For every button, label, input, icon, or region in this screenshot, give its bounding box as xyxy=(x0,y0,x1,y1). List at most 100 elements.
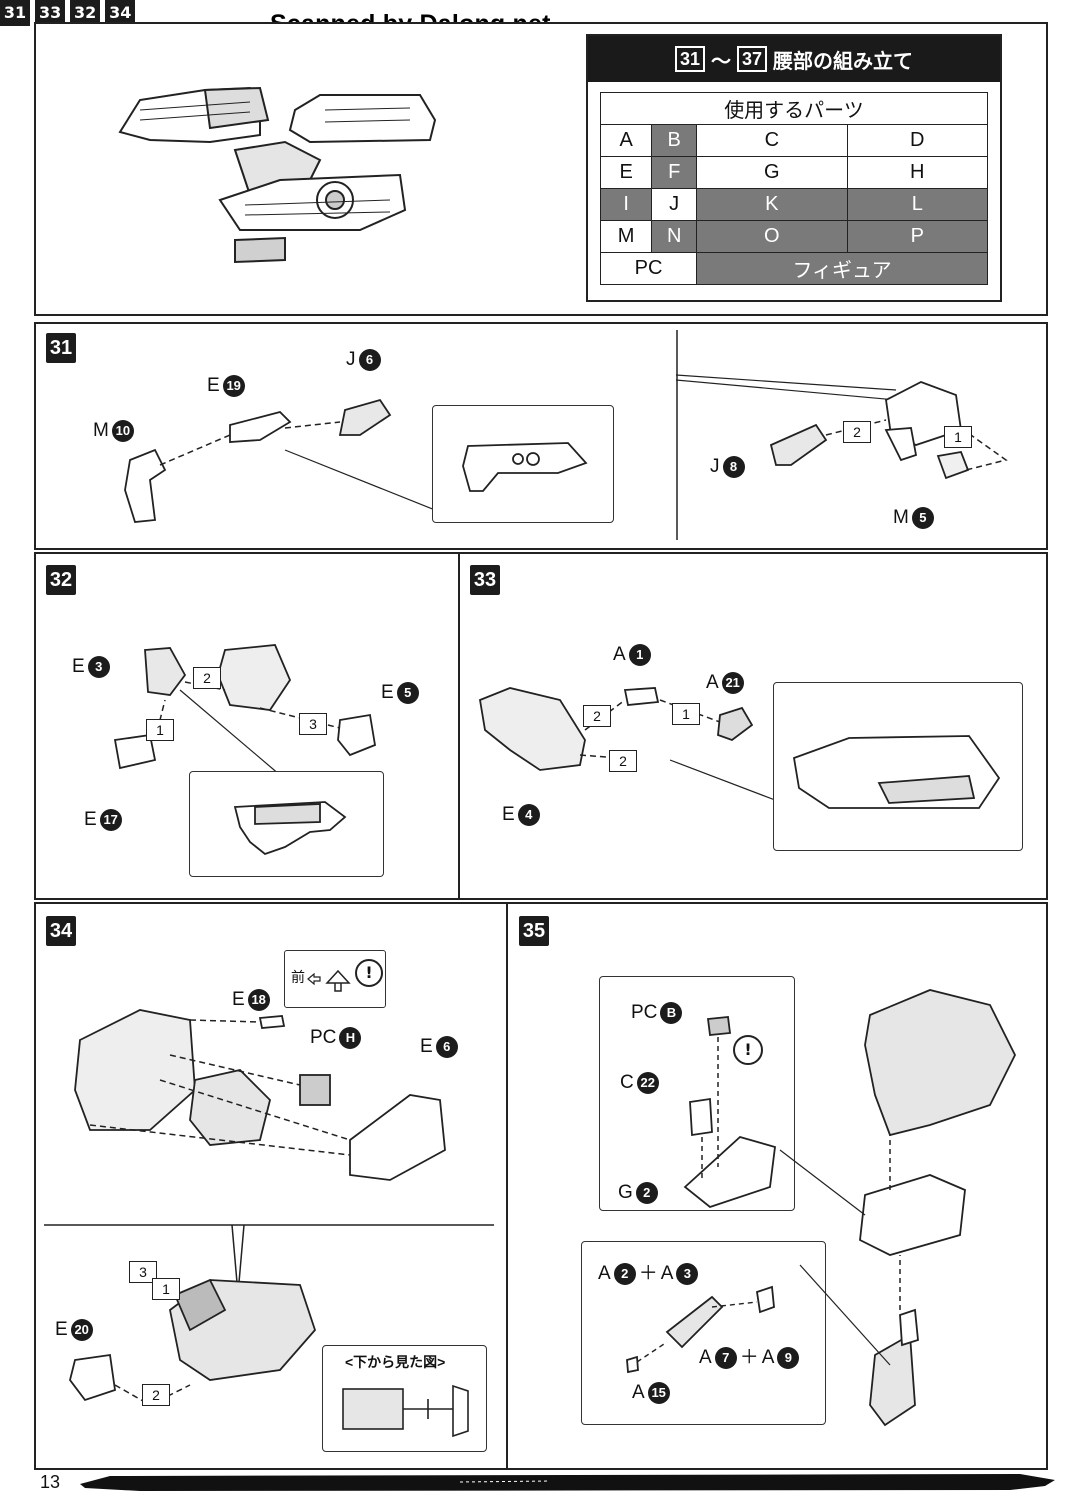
bottom-view-drawing xyxy=(342,1384,469,1438)
parts-cell: C xyxy=(696,124,848,157)
bottom-view-label: <下から見た図> xyxy=(345,1354,446,1370)
parts-cell: D xyxy=(846,124,989,157)
parts-cell: E xyxy=(599,156,653,189)
parts-cell: J xyxy=(651,188,698,221)
range-separator: ～ xyxy=(711,48,731,73)
step-32-order-3: 3 xyxy=(299,713,327,735)
parts-cell: フィギュア xyxy=(696,252,988,285)
step-35-right-diagram xyxy=(779,989,1017,1427)
parts-box-title: 腰部の組み立て xyxy=(773,48,914,73)
parts-cell: L xyxy=(846,188,989,221)
warning-icon: ! xyxy=(355,959,383,987)
step-31-detail-drawing xyxy=(462,442,588,492)
parts-cell: P xyxy=(846,220,989,253)
step-33-detail-drawing xyxy=(792,735,1001,809)
step-34-diagram-top xyxy=(74,1009,446,1181)
step-32-detail-inset xyxy=(189,771,384,877)
parts-row: PC フィギュア xyxy=(599,252,988,285)
step-34-diagram-bottom xyxy=(69,1278,317,1406)
step-34-ref-33: 33 xyxy=(35,0,66,26)
step-32-number: 32 xyxy=(46,565,76,595)
parts-row: E F G H xyxy=(599,156,989,189)
warning-icon: ! xyxy=(733,1035,763,1065)
step-31-detail-inset xyxy=(432,405,614,523)
parts-box-header: 31 ～ 37 腰部の組み立て xyxy=(588,36,1000,82)
parts-cell: PC xyxy=(599,252,698,285)
waist-overview-illustration xyxy=(118,86,437,264)
step-31-order-1: 1 xyxy=(944,426,972,448)
step-35-number: 35 xyxy=(519,916,549,946)
step-34-order-3: 3 xyxy=(129,1261,157,1283)
step-33-order-2a: 2 xyxy=(583,705,611,727)
step-33-order-1: 1 xyxy=(672,703,700,725)
parts-row: M N O P xyxy=(599,220,989,253)
step-33-number: 33 xyxy=(470,565,500,595)
step-31-number: 31 xyxy=(46,333,76,363)
parts-cell: F xyxy=(651,156,698,189)
page-number: 13 xyxy=(40,1472,61,1492)
step-31-left-diagram xyxy=(124,398,436,523)
part-orientation-icon xyxy=(325,969,351,992)
step-34-ref-32: 32 xyxy=(70,0,101,26)
range-end-box: 37 xyxy=(737,46,768,72)
step-35-ref-34: 34 xyxy=(105,0,136,26)
parts-cell: B xyxy=(651,124,698,157)
range-start-box: 31 xyxy=(674,46,705,72)
step-33-order-2b: 2 xyxy=(609,750,637,772)
parts-cell: N xyxy=(651,220,698,253)
step-32-diagram xyxy=(113,644,377,776)
parts-cell: H xyxy=(846,156,989,189)
step-34-order-1: 1 xyxy=(152,1278,180,1300)
parts-cell: O xyxy=(696,220,848,253)
parts-used-box: 31 ～ 37 腰部の組み立て 使用するパーツ A B C D E F G H … xyxy=(586,34,1002,302)
parts-cell: I xyxy=(599,188,653,221)
step-33-detail-inset xyxy=(773,682,1023,851)
parts-row: I J K L xyxy=(599,188,989,221)
front-label: 前 xyxy=(291,969,305,985)
parts-row: A B C D xyxy=(599,124,989,157)
step-32-order-1: 1 xyxy=(146,719,174,741)
parts-cell: A xyxy=(599,124,653,157)
step-32-ref-31: 31 xyxy=(0,0,30,26)
step-34-front-note: 前 ! xyxy=(284,950,386,1008)
step-35-lower-drawing xyxy=(626,1285,775,1374)
step-33-diagram xyxy=(478,687,776,801)
step-31-order-2: 2 xyxy=(843,421,871,443)
step-31-divider xyxy=(676,330,678,540)
parts-cell: G xyxy=(696,156,848,189)
step-35-upper-drawing xyxy=(683,1016,776,1209)
step-32-detail-drawing xyxy=(233,801,347,856)
step-32-order-2: 2 xyxy=(193,667,221,689)
step-34-order-2: 2 xyxy=(142,1384,170,1406)
parts-table-subheader: 使用するパーツ xyxy=(600,92,988,125)
parts-cell: M xyxy=(599,220,653,253)
arrow-left-icon xyxy=(307,972,321,986)
step-34-bottom-view-inset: <下から見た図> xyxy=(322,1345,487,1452)
parts-table: 使用するパーツ A B C D E F G H I J K L M N O P … xyxy=(599,92,989,285)
step-35-upper-inset: ! xyxy=(599,976,795,1211)
step-34-number: 34 xyxy=(46,916,76,946)
footer-brush-stroke xyxy=(80,1474,1055,1491)
parts-cell: K xyxy=(696,188,848,221)
